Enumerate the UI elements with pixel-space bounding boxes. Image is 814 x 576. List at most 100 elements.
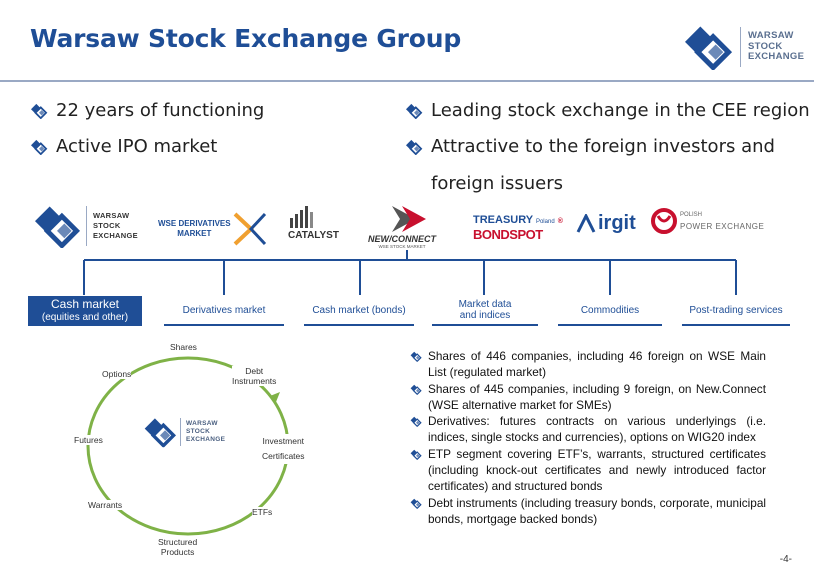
tab-post-trading: Post-trading services bbox=[682, 296, 790, 326]
node-investment: Investment Certificates bbox=[262, 434, 305, 464]
newconnect-sub: WSE STOCK MARKET bbox=[378, 244, 426, 249]
node-futures: Futures bbox=[74, 435, 103, 445]
list-item: ETP segment covering ETF’s, warrants, st… bbox=[410, 446, 766, 495]
list-item: Derivatives: futures contracts on variou… bbox=[410, 413, 766, 446]
highlight-right-2-cont: foreign issuers bbox=[431, 173, 563, 194]
node-line: Instruments bbox=[232, 376, 277, 386]
cycle-center-logo: WARSAW STOCK EXCHANGE bbox=[143, 416, 225, 448]
newconnect-arrow-icon bbox=[392, 206, 426, 232]
list-item: Debt instruments (including treasury bon… bbox=[410, 495, 766, 528]
gpw-bullet-icon bbox=[410, 498, 422, 509]
tab-cash-market: Cash market (equities and other) bbox=[28, 296, 142, 326]
brand-line-1: WARSAW bbox=[186, 420, 218, 427]
list-item-text: ETP segment covering ETF’s, warrants, st… bbox=[428, 446, 766, 494]
list-item-text: Shares of 446 companies, including 46 fo… bbox=[428, 349, 766, 380]
list-item-text: Shares of 445 companies, including 9 for… bbox=[428, 381, 766, 412]
gpw-logo-icon bbox=[143, 416, 177, 448]
tab-label: Cash market (bonds) bbox=[312, 304, 406, 316]
gpw-bullet-icon bbox=[30, 103, 48, 119]
gpw-bullet-icon bbox=[405, 103, 423, 119]
ppe-line-1: POLISH bbox=[680, 212, 703, 218]
gpw-bullet-icon bbox=[410, 449, 422, 460]
tab-label: Derivatives market bbox=[182, 304, 266, 316]
highlight-text: 22 years of functioning bbox=[56, 100, 265, 121]
newconnect-connect: CONNECT bbox=[391, 234, 437, 244]
tab-connectors bbox=[83, 250, 737, 295]
brand-line-3: EXCHANGE bbox=[186, 436, 226, 443]
highlight-text: Attractive to the foreign investors and bbox=[431, 136, 775, 157]
tab-label: Post-trading services bbox=[689, 304, 783, 316]
brand-line-3: EXCHANGE bbox=[93, 231, 138, 240]
irgit-label: irgit bbox=[598, 212, 636, 234]
tab-label: Commodities bbox=[580, 304, 640, 316]
ppe-line-2: POWER EXCHANGE bbox=[680, 222, 765, 231]
brand-line-1: WARSAW bbox=[748, 30, 794, 42]
gpw-bullet-icon bbox=[405, 139, 423, 155]
tab-label: Market data bbox=[458, 299, 512, 310]
treasury-mark: ® bbox=[557, 218, 563, 225]
highlight-text: Active IPO market bbox=[56, 136, 218, 157]
node-etfs: ETFs bbox=[252, 507, 273, 517]
node-line: Products bbox=[160, 547, 195, 557]
list-item: Shares of 445 companies, including 9 for… bbox=[410, 381, 766, 414]
highlight-left-1: 22 years of functioning bbox=[30, 100, 264, 121]
newconnect-new: NEW bbox=[368, 234, 389, 244]
page-title: Warsaw Stock Exchange Group bbox=[30, 24, 462, 53]
gpw-bullet-icon bbox=[410, 351, 422, 362]
highlight-left-2: Active IPO market bbox=[30, 136, 217, 157]
derivatives-line-1: WSE DERIVATIVES bbox=[158, 219, 231, 228]
tab-market-data: Market data and indices bbox=[432, 296, 538, 326]
tab-label: Cash market bbox=[50, 297, 120, 311]
brand-line-2: STOCK bbox=[93, 221, 121, 230]
highlight-right-1: Leading stock exchange in the CEE region bbox=[405, 100, 810, 121]
header-logo: WARSAW STOCK EXCHANGE bbox=[680, 24, 804, 70]
highlight-text: Leading stock exchange in the CEE region bbox=[431, 100, 810, 121]
brand-line-2: STOCK bbox=[748, 40, 783, 52]
logo-newconnect: NEW/CONNECT WSE STOCK MARKET bbox=[368, 204, 436, 249]
node-shares: Shares bbox=[170, 342, 197, 352]
tab-cash-market-bonds: Cash market (bonds) bbox=[304, 296, 414, 326]
irgit-mark-icon bbox=[576, 213, 596, 233]
node-line: Certificates bbox=[262, 451, 305, 461]
logo-irgit: irgit bbox=[576, 212, 636, 235]
logo-catalyst: CATALYST bbox=[288, 204, 339, 241]
node-debt: Debt Instruments bbox=[232, 366, 277, 386]
x-mark-icon bbox=[233, 212, 266, 246]
gpw-bullet-icon bbox=[410, 384, 422, 395]
treasury-poland: Poland bbox=[535, 219, 555, 225]
brand-line-2: STOCK bbox=[186, 428, 211, 435]
tab-derivatives-market: Derivatives market bbox=[164, 296, 284, 326]
treasury-line-1: TREASURY bbox=[473, 214, 533, 226]
tab-sub: and indices bbox=[459, 310, 511, 321]
node-line: Debt bbox=[245, 366, 264, 376]
logo-treasury-bondspot: TREASURY Poland ® BONDSPOT bbox=[473, 214, 563, 242]
gpw-logo-icon bbox=[32, 204, 82, 248]
brand-line-3: EXCHANGE bbox=[748, 51, 805, 63]
list-item-text: Debt instruments (including treasury bon… bbox=[428, 495, 766, 526]
highlight-text: foreign issuers bbox=[431, 173, 564, 194]
title-divider bbox=[0, 80, 814, 82]
gpw-logo-icon bbox=[680, 24, 736, 70]
list-item: Shares of 446 companies, including 46 fo… bbox=[410, 348, 766, 381]
details-list: Shares of 446 companies, including 46 fo… bbox=[410, 348, 766, 527]
logo-ppe: POLISH POWER EXCHANGE bbox=[650, 206, 764, 236]
ppe-swirl-icon bbox=[651, 208, 677, 234]
catalyst-label: CATALYST bbox=[288, 230, 339, 241]
treasury-line-2: BONDSPOT bbox=[473, 227, 543, 242]
list-item-text: Derivatives: futures contracts on variou… bbox=[428, 414, 766, 445]
node-options: Options bbox=[102, 369, 132, 379]
gpw-bullet-icon bbox=[30, 139, 48, 155]
logo-wse: WARSAW STOCK EXCHANGE bbox=[32, 204, 138, 248]
tab-sub: (equities and other) bbox=[41, 312, 129, 323]
gpw-bullet-icon bbox=[410, 416, 422, 427]
highlight-right-2: Attractive to the foreign investors and bbox=[405, 136, 775, 157]
tab-commodities: Commodities bbox=[558, 296, 662, 326]
node-structured: Structured Products bbox=[158, 537, 198, 557]
node-line: Structured bbox=[158, 537, 198, 547]
brand-line-1: WARSAW bbox=[93, 211, 130, 220]
logo-derivatives: WSE DERIVATIVES MARKET bbox=[158, 212, 267, 246]
derivatives-line-2: MARKET bbox=[177, 229, 212, 238]
page-number: -4- bbox=[779, 554, 792, 565]
catalyst-bars-icon bbox=[290, 206, 313, 228]
node-warrants: Warrants bbox=[88, 500, 123, 510]
